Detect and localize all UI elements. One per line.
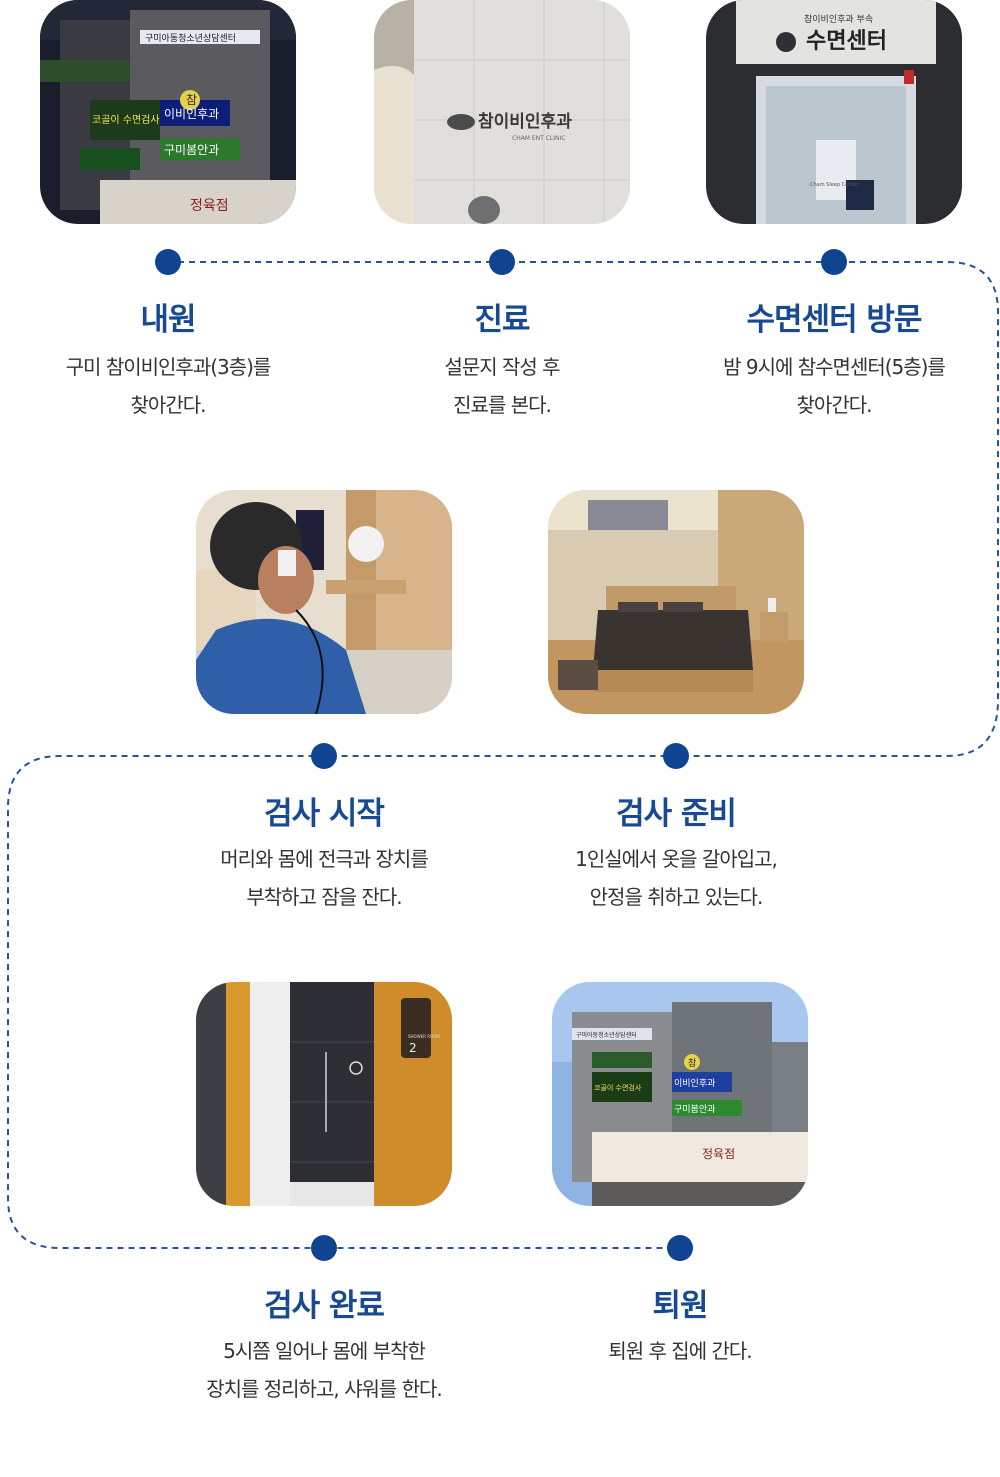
sign-text: 수면센터 [806, 29, 887, 54]
sign-text: 참 [688, 1058, 696, 1069]
sign-text: CHAM ENT CLINIC [512, 135, 566, 142]
desc-line: 찾아간다. [130, 393, 207, 417]
sign-text: 코골이 수면검사 [92, 114, 160, 126]
sign-text: Cham Sleep Center [810, 182, 859, 188]
sign-text: 구미봄안과 [674, 1104, 715, 1115]
step-discharge: 구미아동청소년상담센터 코골이 수면검사 이비인후과 참 구미봄안과 정육점 퇴… [530, 982, 830, 1422]
timeline-dot [489, 249, 515, 275]
sign-text: 참이비인후과 부속 [804, 14, 873, 25]
desc-line: 장치를 정리하고, 샤워를 한다. [206, 1377, 443, 1401]
sign-text: 구미아동청소년상담센터 [576, 1031, 637, 1039]
step-description: 5시쯤 일어나 몸에 부착한 장치를 정리하고, 샤워를 한다. [174, 1332, 474, 1408]
sign-text: 구미봄안과 [164, 143, 219, 157]
clinic-wall-image: 참이비인후과 CHAM ENT CLINIC [374, 0, 630, 224]
timeline-dot [667, 1235, 693, 1261]
sign-text: 코골이 수면검사 [594, 1083, 642, 1092]
sign-text: 2 [409, 1041, 417, 1055]
step-description: 밤 9시에 참수면센터(5층)를 찾아간다. [684, 348, 984, 424]
sign-text: 참 [186, 93, 197, 107]
photo-shower-room: SHOWER ROOM 2 [196, 982, 452, 1206]
desc-line: 진료를 본다. [453, 393, 552, 417]
sign-text: 정육점 [702, 1147, 735, 1161]
sign-text: 참이비인후과 [478, 111, 572, 132]
step-title: 수면센터 방문 [746, 302, 923, 338]
step-description: 설문지 작성 후 진료를 본다. [352, 348, 652, 424]
desc-line: 퇴원 후 집에 간다. [608, 1339, 752, 1363]
desc-line: 1인실에서 옷을 갈아입고, [575, 847, 778, 871]
step-title: 내원 [140, 302, 196, 338]
sign-text: 구미아동청소년상담센터 [145, 32, 236, 44]
step-title: 검사 준비 [616, 796, 737, 832]
desc-line: 부착하고 잠을 잔다. [246, 885, 402, 909]
step-consultation: 참이비인후과 CHAM ENT CLINIC 진료 설문지 작성 후 진료를 본… [352, 0, 652, 440]
step-description: 머리와 몸에 전극과 장치를 부착하고 잠을 잔다. [174, 840, 474, 916]
sign-text: 정육점 [190, 198, 229, 214]
sleep-center-image: 참이비인후과 부속 수면센터 Cham Sleep Center [706, 0, 962, 224]
timeline-dot [311, 743, 337, 769]
step-test-complete: SHOWER ROOM 2 검사 완료 5시쯤 일어나 몸에 부착한 장치를 정… [174, 982, 474, 1422]
step-visit: 구미아동청소년상담센터 코골이 수면검사 이비인후과 참 구미봄안과 정육점 내… [18, 0, 318, 440]
timeline-dot [311, 1235, 337, 1261]
step-test-preparation: 검사 준비 1인실에서 옷을 갈아입고, 안정을 취하고 있는다. [526, 490, 826, 930]
step-title: 진료 [474, 302, 530, 338]
step-test-start: 검사 시작 머리와 몸에 전극과 장치를 부착하고 잠을 잔다. [174, 490, 474, 930]
desc-line: 설문지 작성 후 [444, 355, 560, 379]
step-title: 검사 완료 [264, 1288, 385, 1324]
step-description: 구미 참이비인후과(3층)를 찾아간다. [18, 348, 318, 424]
desc-line: 5시쯤 일어나 몸에 부착한 [223, 1339, 426, 1363]
step-description: 1인실에서 옷을 갈아입고, 안정을 취하고 있는다. [526, 840, 826, 916]
sign-text: SHOWER ROOM [408, 1034, 440, 1039]
photo-sleep-center-entrance: 참이비인후과 부속 수면센터 Cham Sleep Center [706, 0, 962, 224]
photo-clinic-wall: 참이비인후과 CHAM ENT CLINIC [374, 0, 630, 224]
sign-text: 이비인후과 [674, 1078, 715, 1089]
shower-room-image: SHOWER ROOM 2 [196, 982, 452, 1206]
desc-line: 밤 9시에 참수면센터(5층)를 [723, 355, 946, 379]
timeline-dot [155, 249, 181, 275]
sign-text: 이비인후과 [164, 107, 219, 121]
photo-night-building: 구미아동청소년상담센터 코골이 수면검사 이비인후과 참 구미봄안과 정육점 [40, 0, 296, 224]
photo-day-building: 구미아동청소년상담센터 코골이 수면검사 이비인후과 참 구미봄안과 정육점 [552, 982, 808, 1206]
step-sleep-center: 참이비인후과 부속 수면센터 Cham Sleep Center 수면센터 방문… [684, 0, 984, 440]
step-title: 검사 시작 [264, 796, 385, 832]
night-building-image: 구미아동청소년상담센터 코골이 수면검사 이비인후과 참 구미봄안과 정육점 [40, 0, 296, 224]
timeline-dot [821, 249, 847, 275]
bedroom-image [548, 490, 804, 714]
desc-line: 구미 참이비인후과(3층)를 [65, 355, 272, 379]
desc-line: 안정을 취하고 있는다. [589, 885, 764, 909]
timeline-dot [663, 743, 689, 769]
photo-patient-electrodes [196, 490, 452, 714]
day-building-image: 구미아동청소년상담센터 코골이 수면검사 이비인후과 참 구미봄안과 정육점 [552, 982, 808, 1206]
photo-bedroom [548, 490, 804, 714]
desc-line: 찾아간다. [796, 393, 873, 417]
step-title: 퇴원 [652, 1288, 708, 1324]
desc-line: 머리와 몸에 전극과 장치를 [220, 847, 428, 871]
step-description: 퇴원 후 집에 간다. [530, 1332, 830, 1370]
patient-image [196, 490, 452, 714]
